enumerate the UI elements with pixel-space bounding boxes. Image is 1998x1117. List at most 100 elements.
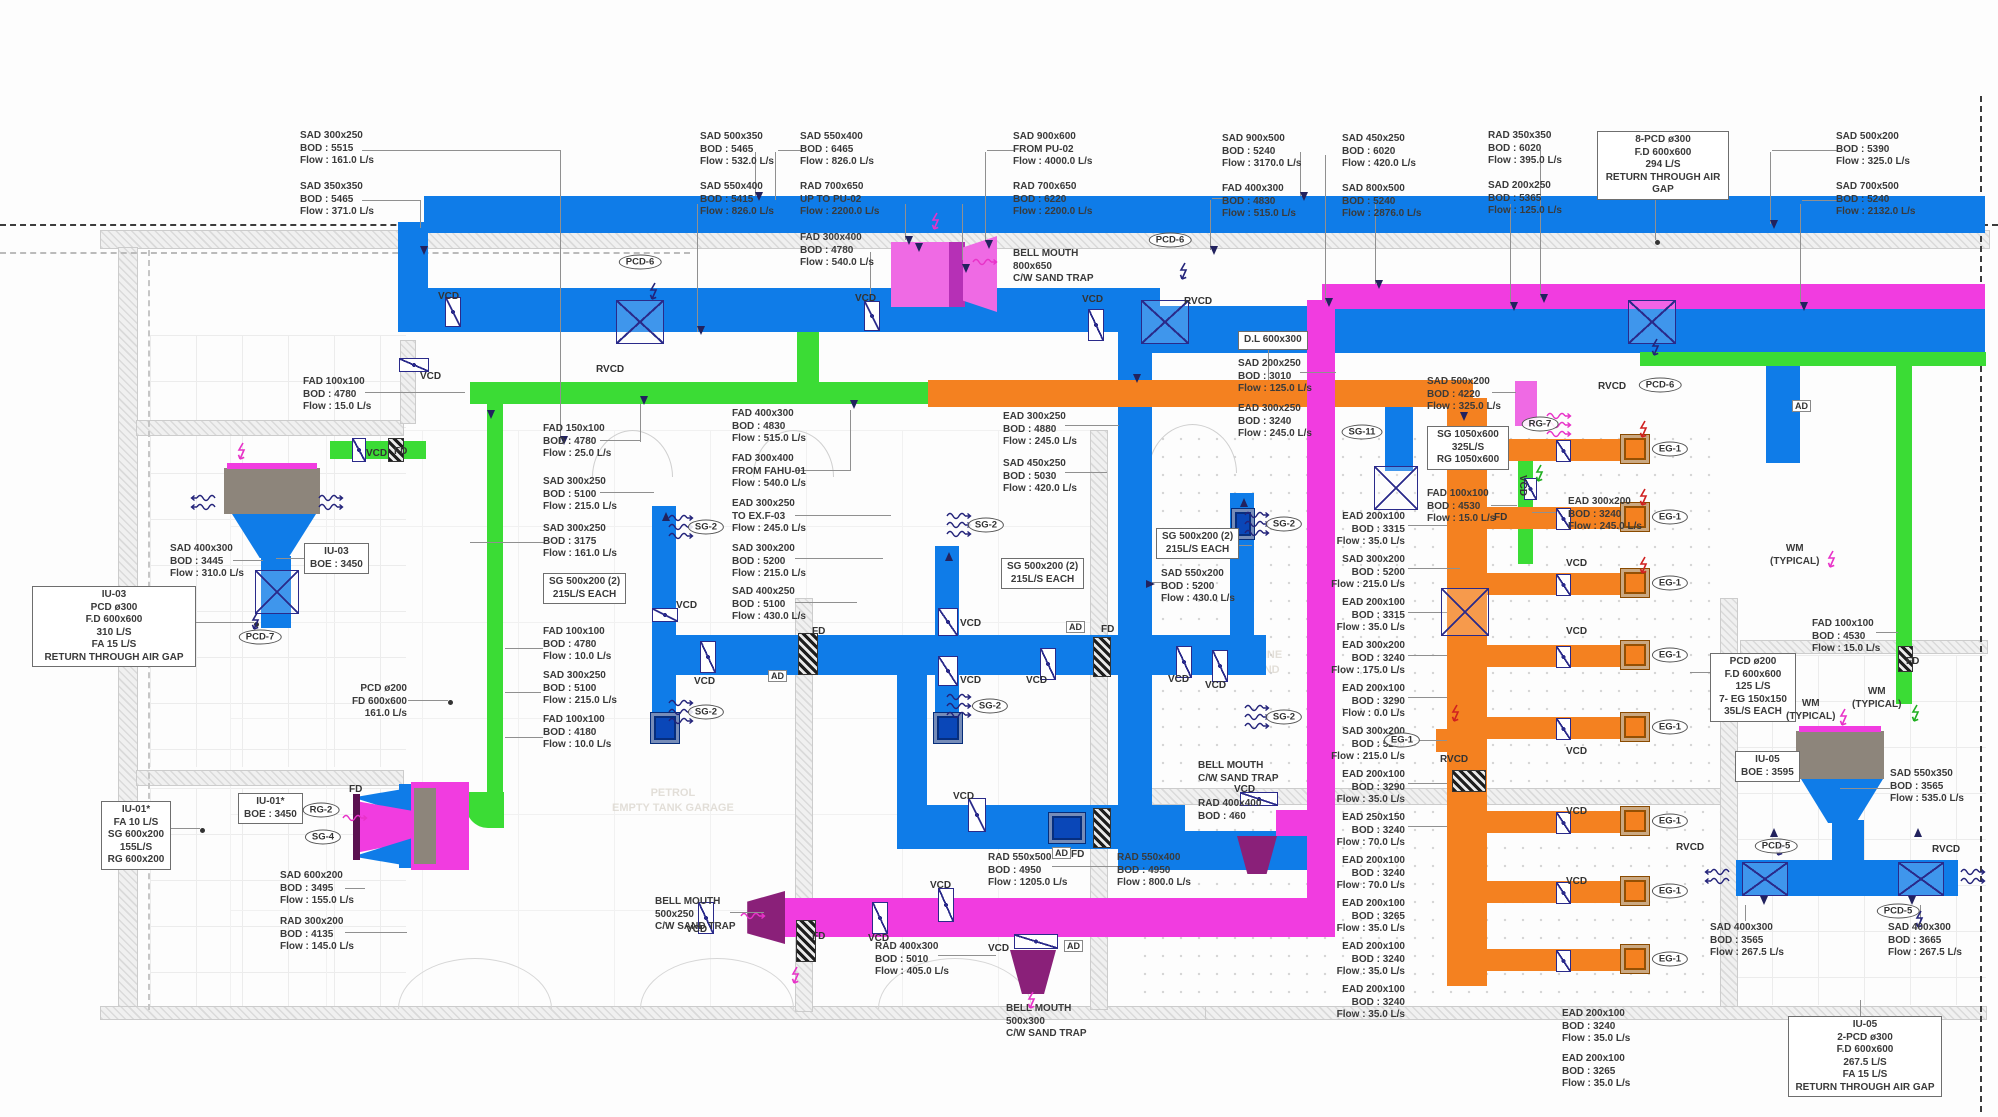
size-label-line: SG 500x200 (2) [1162, 531, 1234, 542]
fd-tag: FD [1101, 624, 1115, 635]
size-label-line: FROM FAHU-01 [732, 465, 806, 477]
size-label-line: WM [1801, 698, 1820, 709]
duct-segment [797, 330, 819, 386]
leader-line [870, 252, 871, 324]
size-label-line: 2-PCD ø300 [1837, 1031, 1893, 1043]
size-label-line: BOD : 4530 [1812, 630, 1866, 642]
size-label-line: 500x300 [1006, 1015, 1045, 1027]
vcd-tag: VCD [930, 880, 952, 891]
size-label-line: SAD 450x250 [1342, 133, 1405, 144]
wall-segment [136, 420, 404, 436]
vcd-damper-symbol [968, 798, 986, 832]
fan-symbol [1742, 862, 1788, 896]
leader-dot [200, 828, 205, 833]
size-label-line: BOE : 3450 [244, 808, 297, 820]
leader-line [985, 152, 986, 242]
leader-line [795, 470, 851, 471]
size-label-line: BOD : 3240 [1351, 996, 1405, 1008]
rvcd-tag: RVCD [1598, 381, 1627, 392]
size-label-line: Flow : 2200.0 L/s [800, 206, 880, 217]
flow-arrow [560, 436, 568, 445]
size-label-line: BOD : 5465 [300, 193, 354, 205]
size-label-line: RAD 700x650 [1013, 181, 1077, 192]
fd-tag: FD [1906, 656, 1920, 667]
vcd-damper-symbol [1556, 812, 1571, 834]
size-label-line: SAD 400x250 [732, 586, 795, 597]
flow-arrow [1770, 828, 1778, 837]
leader-line [186, 622, 254, 623]
leader-line [1212, 198, 1224, 199]
size-label-line: BOD : 4220 [1427, 388, 1481, 400]
lightning-arrow-icon [930, 212, 941, 236]
leader-line [505, 692, 541, 693]
size-label-line: Flow : 145.0 L/s [280, 941, 354, 952]
vcd-tag: VCD [988, 943, 1010, 954]
size-label-line: Flow : 215.0 L/s [732, 568, 806, 579]
size-label-line: Flow : 2876.0 L/s [1342, 208, 1422, 219]
size-label-line: EAD 200x100 [1342, 683, 1405, 694]
size-label-line: SAD 800x500 [1342, 183, 1405, 194]
size-label-line: Flow : 10.0 L/s [543, 739, 612, 750]
size-label-line: 161.0 L/s [364, 708, 407, 719]
vcd-tag: VCD [1234, 784, 1256, 795]
flow-arrow [755, 192, 763, 201]
pcd-5-oval-tag: PCD-5 [1876, 903, 1920, 919]
size-label-line: Flow : 515.0 L/s [732, 433, 806, 444]
size-label-line: FAD 100x100 [303, 376, 365, 387]
leader-line [1325, 155, 1326, 303]
size-label-line: TO EX.F-03 [732, 510, 786, 522]
vcd-tag: VCD [868, 933, 890, 944]
size-label-line: IU-03 [324, 546, 349, 557]
size-label-line: Flow : 2200.0 L/s [1013, 206, 1093, 217]
fan-symbol [255, 570, 299, 614]
vcd-tag: VCD [960, 618, 982, 629]
watermark-line: PETROL [650, 787, 696, 799]
size-label-line: BOD : 5030 [1003, 470, 1057, 482]
size-label-line: BELL MOUTH [1013, 248, 1079, 259]
leader-line [1300, 372, 1336, 373]
duct-segment [398, 288, 1160, 332]
leader-line [1532, 512, 1570, 513]
size-label-line: RG 1050x600 [1436, 454, 1500, 465]
flow-arrow [1914, 828, 1922, 837]
fd-tag: FD [1071, 849, 1085, 860]
size-label-line: Flow : 405.0 L/s [875, 966, 949, 977]
vcd-tag: VCD [953, 791, 975, 802]
leader-line [962, 204, 963, 260]
fd-tag: FD [812, 626, 826, 637]
vcd-damper-symbol [1556, 646, 1571, 668]
eg-1-oval-tag: EG-1 [1651, 441, 1689, 457]
lightning-arrow-icon [1910, 704, 1921, 728]
size-label-line: F.D 600x600 [1836, 1044, 1894, 1055]
size-label-line: Flow : 15.0 L/s [1812, 643, 1881, 654]
airflow-squiggle-icon [1244, 511, 1270, 537]
leader-line [1772, 150, 1838, 151]
size-label-line: Flow : 215.0 L/s [1331, 579, 1405, 590]
size-label: SG 500x200 (2)215L/S EACH [1156, 528, 1240, 559]
vcd-damper-symbol [1014, 934, 1058, 949]
size-label-line: Flow : 3170.0 L/s [1222, 158, 1302, 169]
size-label-line: IU-01* [121, 804, 151, 815]
leader-line [938, 955, 996, 956]
lightning-arrow-icon [1534, 464, 1545, 488]
leader-line [850, 410, 851, 470]
dashed-boundary-line [1980, 96, 1982, 1112]
wall-segment [1740, 640, 1988, 654]
grille-symbol [1620, 568, 1650, 598]
size-label-line: 125 L/S [1735, 681, 1771, 692]
